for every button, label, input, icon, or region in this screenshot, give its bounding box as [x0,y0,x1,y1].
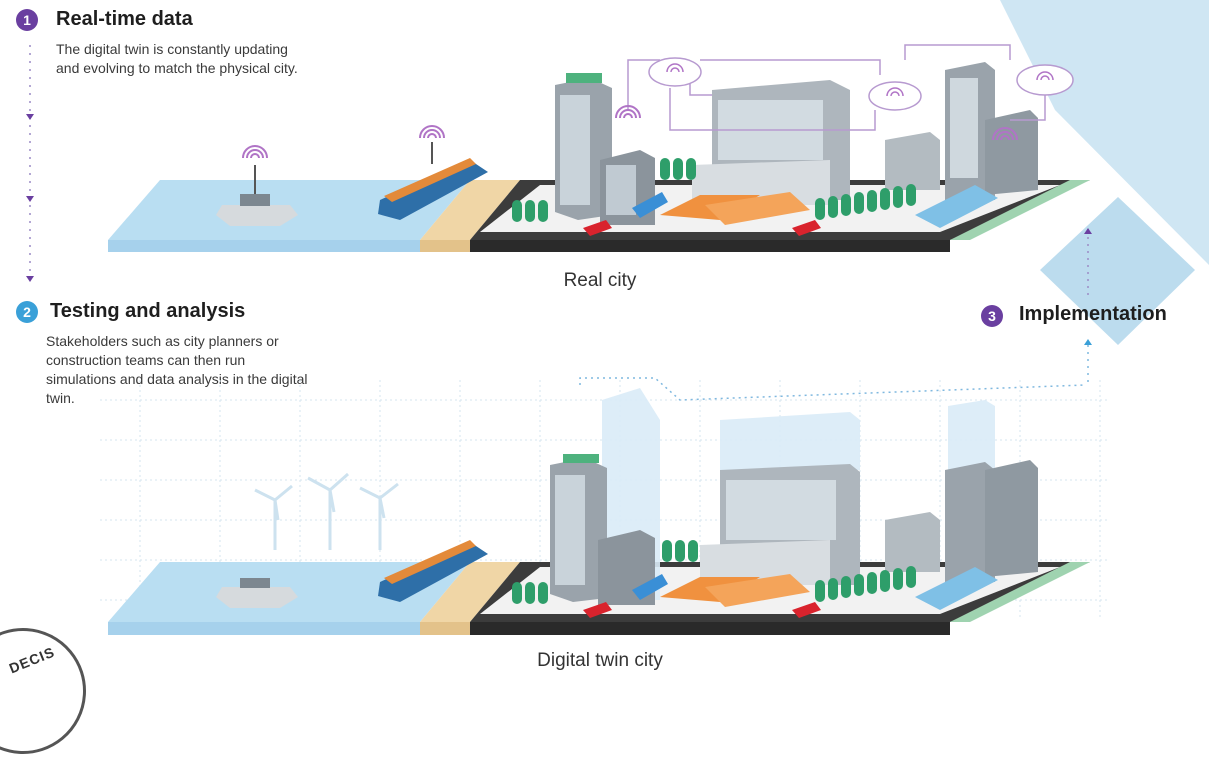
step-1-title: Real-time data [56,8,193,30]
houses-orange [705,192,810,225]
building-small [885,512,940,572]
tower-windows [560,95,590,205]
tower-windows [555,475,585,585]
boat-cabin [240,578,270,588]
caption-digital-twin: Digital twin city [537,650,663,671]
step-2-description: Stakeholders such as city planners or co… [46,333,308,406]
grass-strip [950,180,1090,240]
boat [216,205,298,226]
accent-diamond [1040,197,1195,345]
beach [420,562,520,622]
building-right [985,110,1038,195]
building-right [985,460,1038,577]
dotted-connector [579,377,1086,401]
guide-arrow [26,196,34,202]
water-edge [108,240,420,252]
digital-twin-illustration [100,377,1110,635]
trees [512,540,916,604]
rooftop-garden [563,454,599,463]
tower-windows [950,78,978,178]
cargo-containers [384,540,476,584]
wifi-signal-icon [242,145,268,159]
cargo-containers [384,158,476,202]
houses-orange [705,574,810,607]
network-lines [627,44,1046,131]
building-small [885,132,940,190]
new-floors-translucent [948,400,995,470]
beach-edge [420,240,470,252]
cloud-icon [648,57,702,87]
cargo-ship [378,542,488,602]
office-windows [726,480,836,540]
red-car [583,602,612,618]
beach-edge [420,622,470,635]
caption-real-city: Real city [563,270,637,291]
step-3-badge: 3 [981,305,1003,327]
guide-arrow [1084,339,1092,345]
grass-strip [950,562,1090,622]
trees [512,158,916,222]
real-city-illustration [108,44,1090,252]
building-tower-right [945,462,995,582]
water-edge [108,622,420,635]
step-1-description: The digital twin is constantly updating … [56,41,298,76]
guide-arrow [1084,228,1092,234]
red-car [583,220,612,236]
beach [420,180,520,240]
boat [216,587,298,608]
wind-turbines [254,472,399,550]
guide-arrow [26,114,34,120]
row-houses [692,160,830,205]
step-2-badge: 2 [16,301,38,323]
wifi-signal-icon [615,105,641,119]
cloud-icon [868,81,922,111]
row-houses [700,540,830,585]
cloud-icon [1016,64,1074,96]
blue-truck [632,192,668,218]
red-car [792,220,821,236]
building-windows [606,165,636,215]
guide-arrow [26,276,34,282]
road-edge [470,240,950,252]
rooftop-garden [566,73,602,83]
solar-panel-building [915,185,998,228]
cargo-ship [378,160,488,220]
step-2-title: Testing and analysis [50,300,246,322]
blue-truck [632,574,668,600]
solar-panel-building [915,567,998,610]
wifi-signal-icon [992,127,1018,141]
step-3-title: Implementation [1019,303,1167,325]
wifi-signal-icon [419,125,445,139]
step-1-badge: 1 [16,9,38,31]
road-edge [470,622,950,635]
red-car [792,602,821,618]
boat-cabin [240,194,270,206]
new-floors-translucent [720,412,860,470]
